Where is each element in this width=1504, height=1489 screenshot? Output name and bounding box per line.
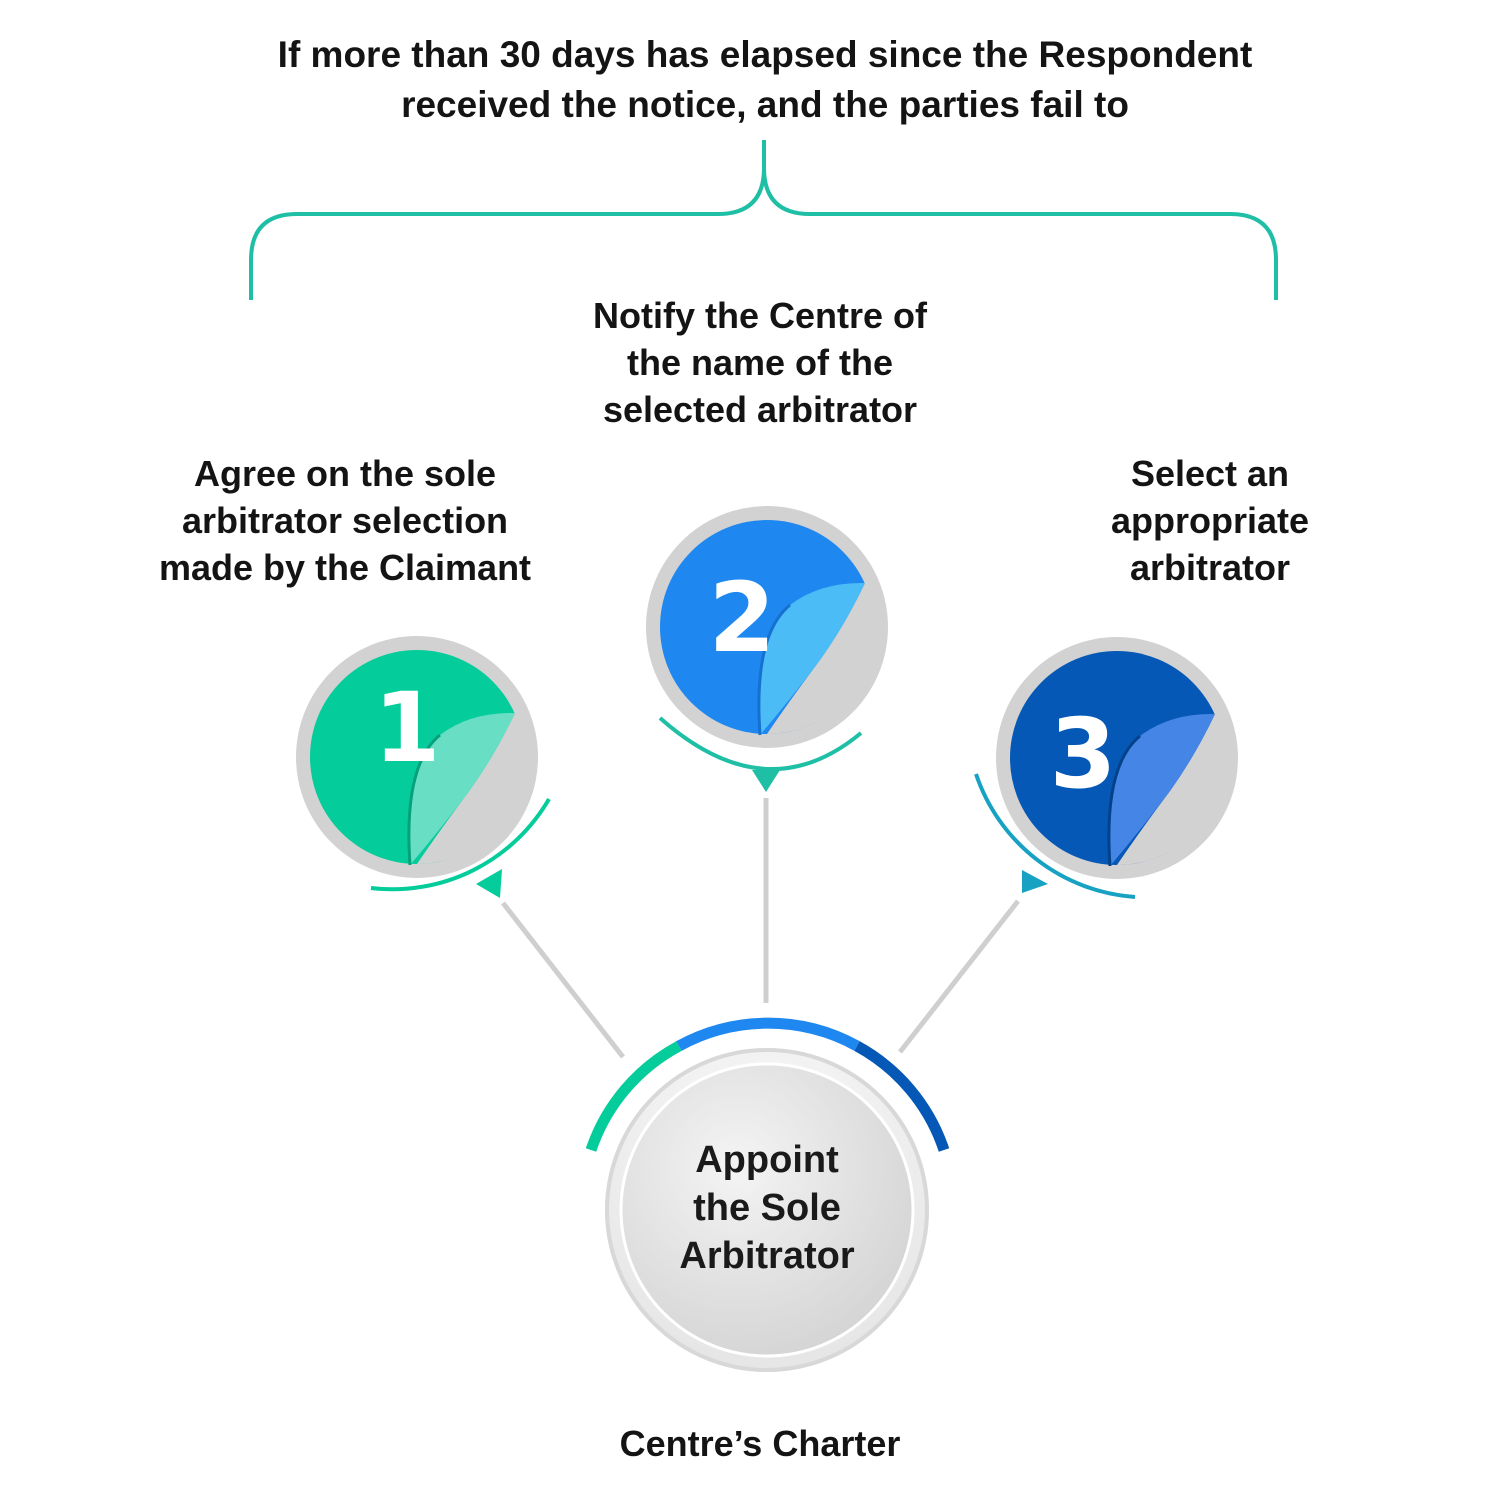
step-3-arc [974, 773, 1136, 899]
step-3-label: Select an appropriate arbitrator [1110, 453, 1310, 588]
step-1-arc [370, 797, 551, 892]
center-arc-teal [585, 1041, 682, 1152]
step-1-number: 1 [374, 672, 441, 784]
step-3-pointer [1022, 870, 1048, 893]
step-1-label: Agree on the sole arbitrator selection m… [158, 453, 532, 588]
step-3-badge: 3 [974, 637, 1238, 899]
step-2-label: Notify the Centre of the name of the sel… [592, 295, 927, 430]
center-arc-blue [676, 1017, 860, 1051]
center-label: Appoint the Sole Arbitrator [679, 1139, 855, 1277]
footer-caption: Centre’s Charter [619, 1423, 901, 1464]
step-1-pointer [476, 869, 502, 898]
connector-line-3 [898, 899, 1020, 1054]
diagram-heading: If more than 30 days has elapsed since t… [277, 34, 1253, 125]
step-3-number: 3 [1050, 698, 1117, 810]
center-node [585, 1017, 950, 1372]
step-2-number: 2 [709, 562, 776, 674]
step-2-pointer [752, 770, 780, 792]
step-2-badge: 2 [646, 506, 888, 792]
step-1-badge: 1 [296, 636, 551, 898]
top-bracket [249, 140, 1278, 300]
center-arc-navy [854, 1041, 950, 1152]
connector-line-1 [501, 901, 625, 1059]
step-2-arc [658, 716, 863, 772]
